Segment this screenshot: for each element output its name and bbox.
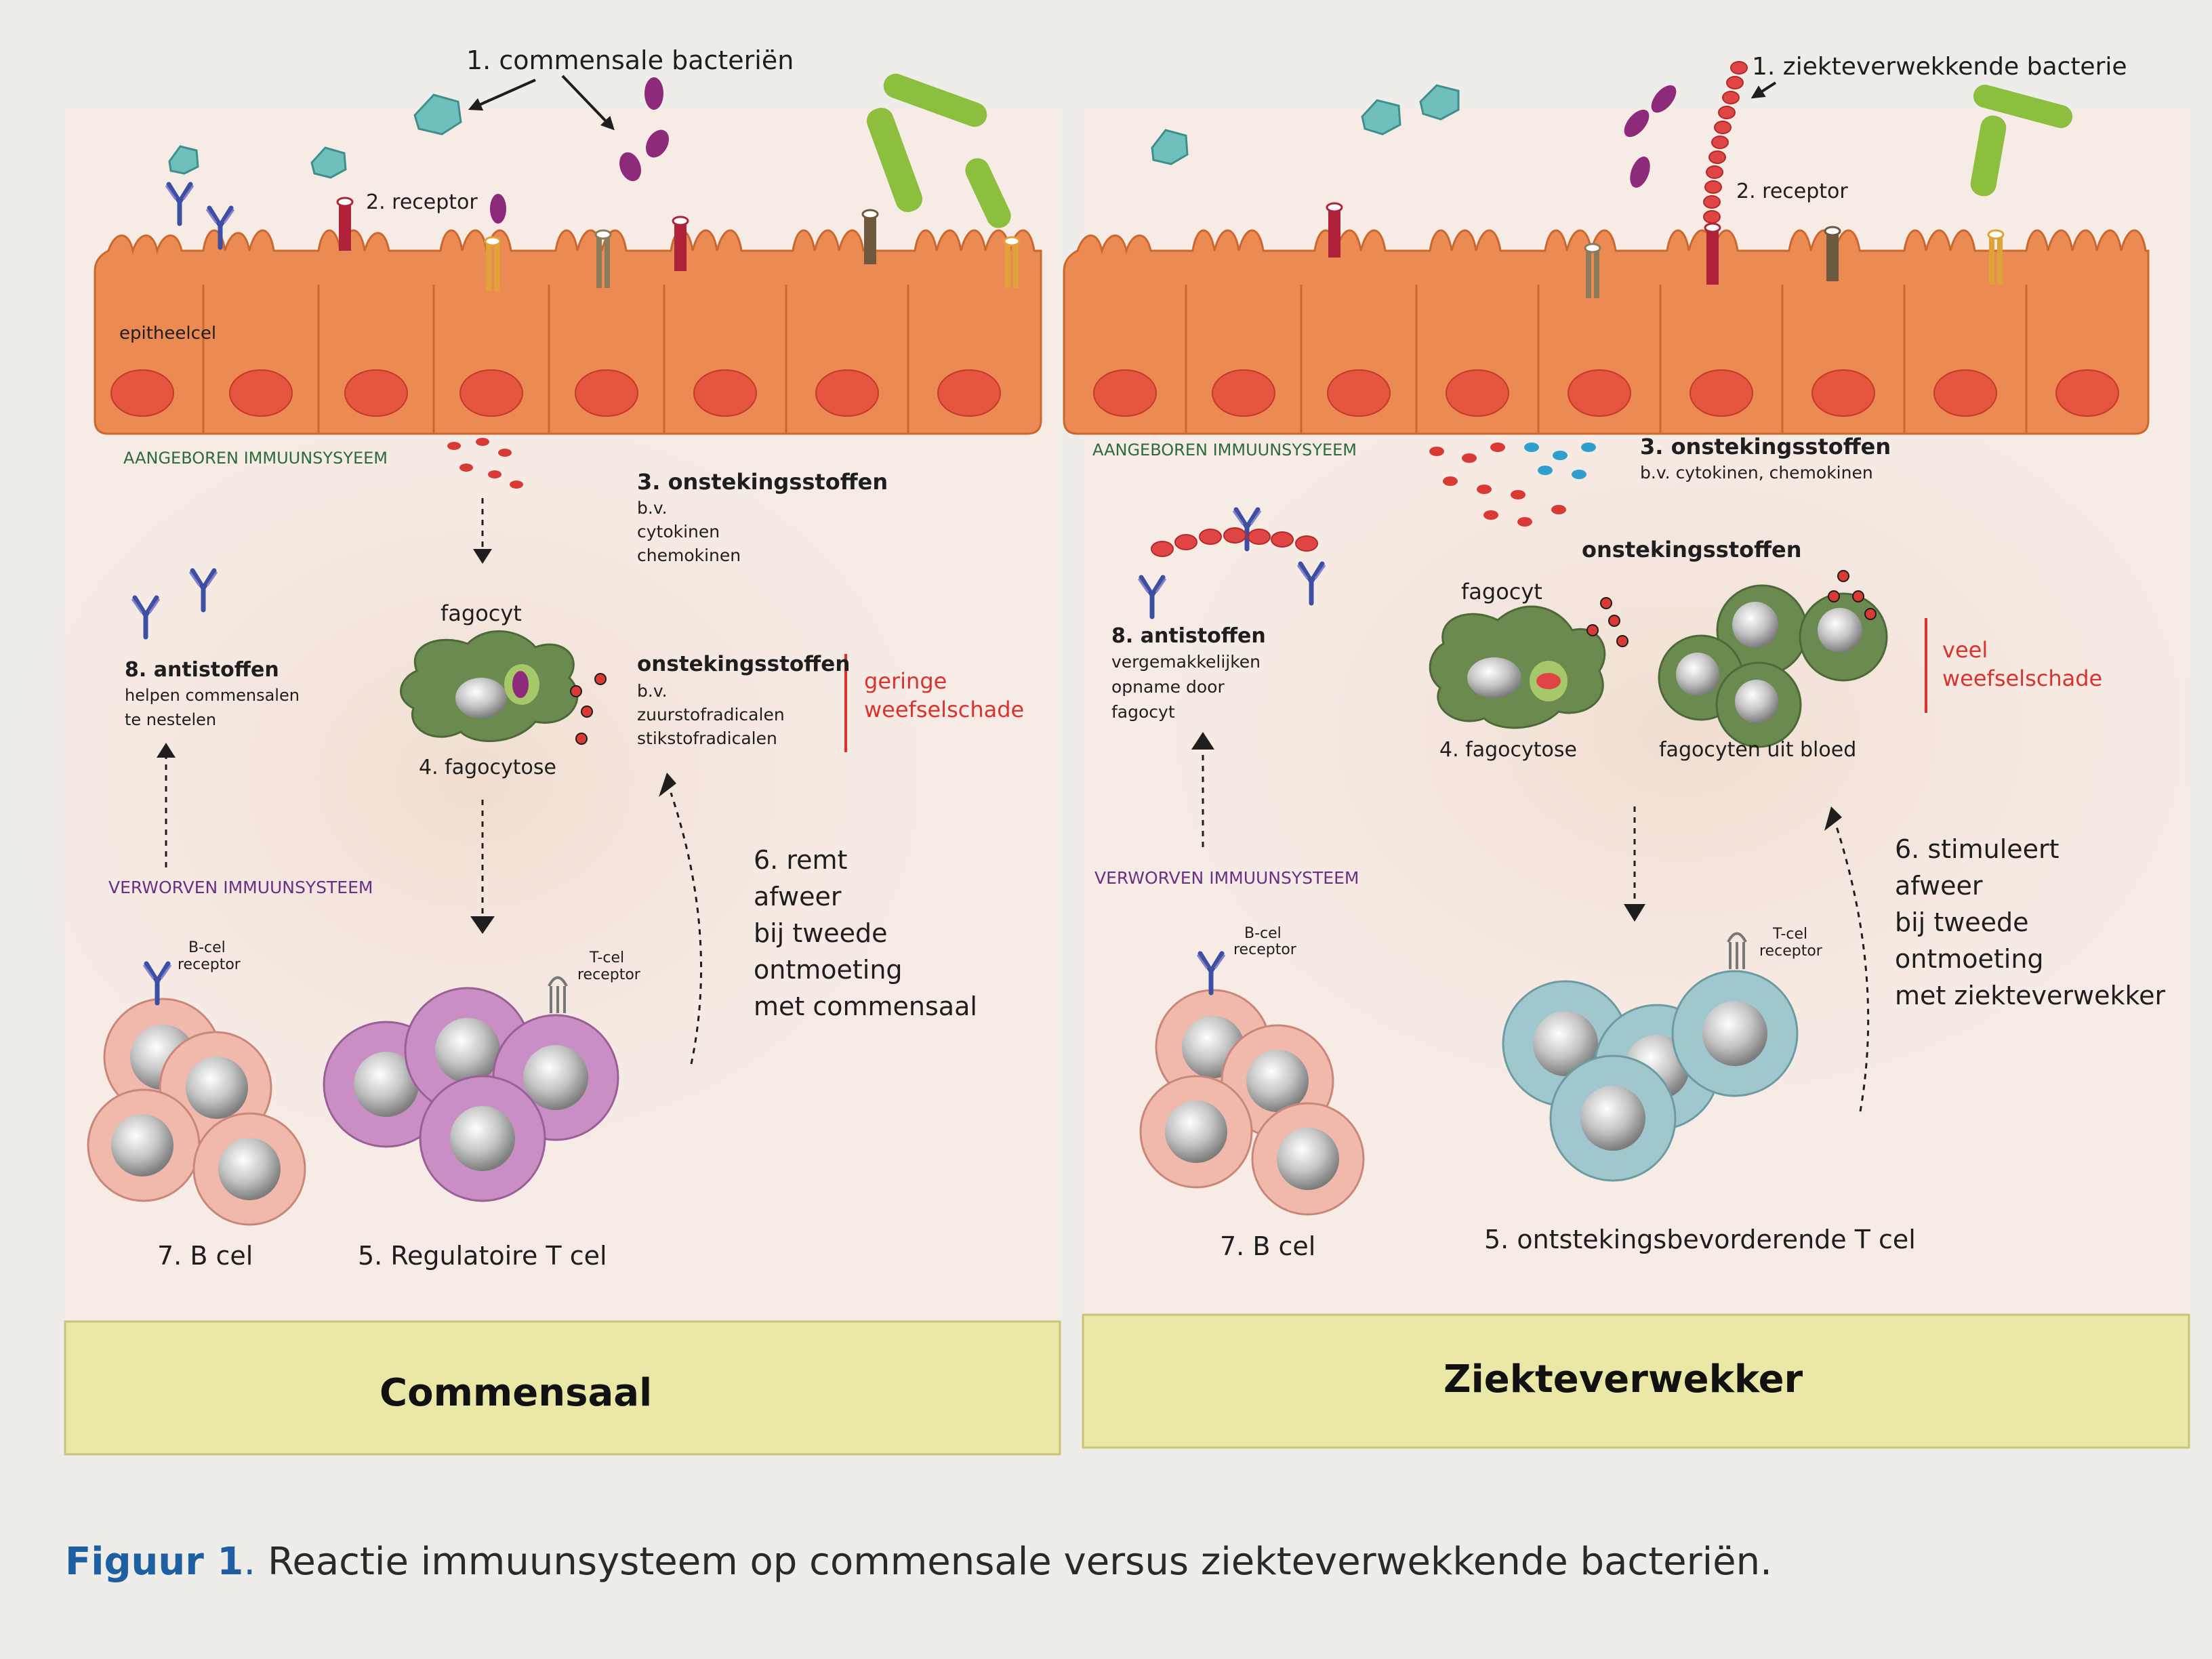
left-infl-line-1: b.v. — [637, 681, 668, 701]
right-infl3-title: 3. onstekingsstoffen — [1640, 434, 1891, 459]
left-effect-line-1: 6. remt — [754, 845, 847, 875]
right-effect-line-3: bij tweede — [1895, 907, 2029, 937]
right-effect-line-5: met ziekteverwekker — [1895, 981, 2166, 1010]
left-effect-line-4: ontmoeting — [754, 955, 903, 985]
left-infl-line-3: stikstofradicalen — [637, 729, 777, 748]
figure-caption: Figuur 1. Reactie immuunsysteem op comme… — [65, 1540, 1772, 1584]
left-bcell-receptor-2: receptor — [178, 956, 241, 973]
regulatory-t-cells — [323, 976, 619, 1202]
figure-caption-text: Reactie immuunsysteem op commensale vers… — [255, 1540, 1772, 1584]
receptors-right — [1326, 202, 2005, 298]
right-effect-line-4: ontmoeting — [1895, 944, 2044, 974]
top-pointer-arrows — [468, 75, 1777, 131]
right-bacteria-label: 1. ziekteverwekkende bacterie — [1752, 53, 2127, 81]
left-acquired-label: VERWORVEN IMMUUNSYSTEEM — [108, 878, 373, 897]
left-infl3-title: 3. onstekingsstoffen — [637, 469, 888, 495]
epithelium-left — [94, 229, 1042, 435]
cytokine-dots-left — [447, 438, 523, 489]
left-damage-line-1: geringe — [864, 668, 947, 694]
right-tcell-receptor-1: T-cel — [1772, 926, 1807, 943]
left-antibodies-title: 8. antistoffen — [125, 658, 279, 682]
right-infl3-line-1: b.v. cytokinen, chemokinen — [1640, 463, 1873, 483]
right-damage-line-2: weefselschade — [1942, 665, 2102, 691]
left-bcell-receptor-1: B-cel — [188, 939, 226, 956]
left-antibodies-line-2: te nestelen — [125, 710, 216, 729]
right-tcell-receptor-2: receptor — [1759, 943, 1823, 960]
right-antibodies-line-1: vergemakkelijken — [1111, 652, 1261, 672]
left-bcell-label: 7. B cel — [157, 1241, 253, 1271]
left-infl-title: onstekingsstoffen — [637, 652, 850, 676]
left-bacteria-label: 1. commensale bacteriën — [466, 45, 794, 75]
left-glow — [0, 359, 989, 1200]
radical-sparks — [570, 570, 1877, 745]
left-infl3-line-1: b.v. — [637, 498, 668, 518]
arrow-heads — [157, 549, 1842, 934]
right-bcell-receptor-1: B-cel — [1244, 925, 1282, 942]
banner-left — [64, 1320, 1061, 1456]
left-effect-line-2: afweer — [754, 882, 842, 912]
nuclei — [110, 369, 2119, 417]
left-infl3-line-3: chemokinen — [637, 546, 741, 565]
b-cells-right — [1139, 954, 1365, 1216]
right-acquired-label: VERWORVEN IMMUUNSYSTEEM — [1094, 868, 1359, 888]
receptors-left — [336, 197, 1021, 291]
right-effect-line-1: 6. stimuleert — [1895, 834, 2060, 864]
right-phagocytosis-label: 4. fagocytose — [1439, 738, 1577, 762]
right-antibodies-line-2: opname door — [1111, 677, 1225, 697]
figure-number: Figuur 1 — [65, 1540, 244, 1584]
opsonized-chain — [1151, 527, 1318, 557]
right-innate-label: AANGEBOREN IMMUUNSYSYEEM — [1092, 441, 1357, 459]
left-tcell-receptor-1: T-cel — [589, 949, 624, 966]
right-effect-line-2: afweer — [1895, 871, 1983, 901]
right-infl-title: onstekingsstoffen — [1582, 537, 1802, 562]
left-phagocytosis-label: 4. fagocytose — [419, 756, 556, 779]
b-cells-left — [87, 964, 306, 1226]
left-tcell-receptor-2: receptor — [577, 966, 641, 983]
banner-right — [1082, 1313, 2190, 1449]
left-innate-label: AANGEBOREN IMMUUNSYSYEEM — [123, 449, 388, 468]
right-bcell-receptor-2: receptor — [1233, 941, 1297, 958]
right-banner-text: Ziekteverwekker — [1443, 1357, 1803, 1401]
right-damage-line-1: veel — [1942, 637, 1988, 663]
right-glow — [1098, 312, 2212, 1152]
pathogen-chain — [1703, 61, 1748, 224]
cytokine-dots-right — [1429, 443, 1596, 527]
phagocyte-left — [400, 630, 579, 742]
figure-separator: . — [243, 1540, 256, 1584]
dashed-arrows — [165, 498, 1870, 1112]
phagocyte-right — [1429, 605, 1606, 729]
right-blood-phagocytes-label: fagocyten uit bloed — [1659, 738, 1856, 762]
left-banner-text: Commensaal — [380, 1371, 652, 1415]
right-bcell-label: 7. B cel — [1220, 1231, 1315, 1261]
left-phagocyte-label: fagocyt — [441, 600, 522, 626]
left-infl3-line-2: cytokinen — [637, 522, 720, 541]
left-tcell-label: 5. Regulatoire T cel — [358, 1241, 607, 1271]
right-antibodies-line-3: fagocyt — [1111, 702, 1175, 722]
left-effect-line-3: bij tweede — [754, 918, 888, 948]
right-antibodies-title: 8. antistoffen — [1111, 624, 1266, 648]
right-phagocyte-label: fagocyt — [1461, 579, 1542, 605]
right-receptor-label: 2. receptor — [1736, 180, 1848, 203]
left-epithelium-label: epitheelcel — [119, 323, 216, 344]
left-effect-line-5: met commensaal — [754, 991, 977, 1021]
commensal-bacteria-left — [168, 73, 1011, 228]
right-tcell-label: 5. ontstekingsbevorderende T cel — [1484, 1225, 1916, 1254]
left-receptor-label: 2. receptor — [366, 190, 478, 214]
bacteria-right — [1151, 84, 2073, 197]
left-infl-line-2: zuurstofradicalen — [637, 705, 785, 724]
left-antibodies-line-1: helpen commensalen — [125, 686, 300, 705]
inflammatory-t-cells — [1502, 932, 1799, 1182]
left-damage-line-2: weefselschade — [864, 697, 1024, 722]
